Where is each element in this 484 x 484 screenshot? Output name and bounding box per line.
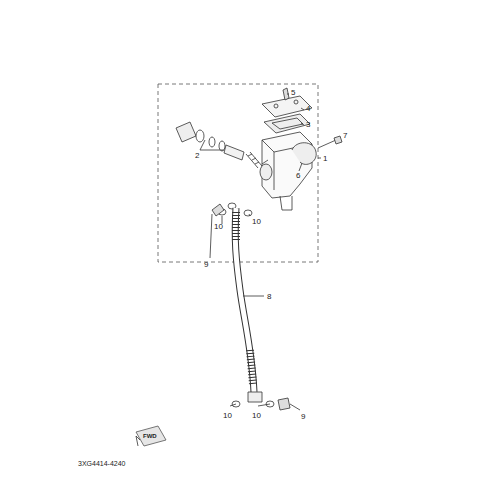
callout-number: 9 [301, 412, 305, 421]
callout-number: 10 [252, 217, 261, 226]
callout-number: 2 [195, 151, 199, 160]
callout-number: 9 [204, 260, 208, 269]
callout-number: 7 [343, 131, 347, 140]
direction-icon-text: FWD [143, 432, 157, 441]
callout-number: 10 [252, 411, 261, 420]
callout-number: 5 [291, 88, 295, 97]
callout-number: 4 [306, 104, 310, 113]
figure-code: 3XG4414-4240 [78, 459, 125, 468]
callout-number: 3 [306, 120, 310, 129]
callout-number: 10 [214, 222, 223, 231]
callout-number: 8 [267, 292, 271, 301]
callout-number: 1 [323, 154, 327, 163]
callout-number: 6 [296, 171, 300, 180]
callout-number: 10 [223, 411, 232, 420]
